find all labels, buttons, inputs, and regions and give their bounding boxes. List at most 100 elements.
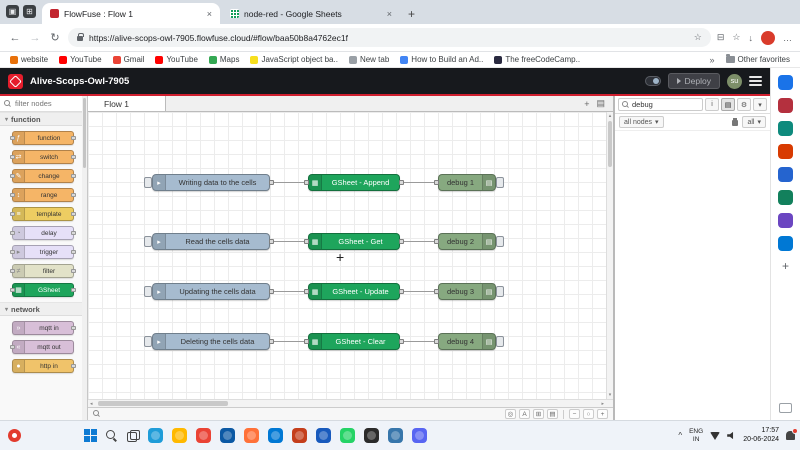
input-port[interactable] [434, 239, 439, 244]
firefox-icon[interactable] [244, 428, 259, 443]
bookmark-item[interactable]: JavaScript object ba.. [250, 55, 338, 64]
more-tabs-button[interactable]: ▾ [753, 98, 767, 111]
inject-node[interactable]: ▸ Updating the cells data [152, 283, 270, 300]
inject-button[interactable] [144, 177, 152, 188]
whatsapp-icon[interactable] [340, 428, 355, 443]
node-input-port[interactable] [10, 345, 15, 349]
focus-button[interactable]: ◎ [505, 409, 516, 419]
sidebar-office-icon[interactable] [778, 144, 793, 159]
node-output-port[interactable] [71, 174, 76, 178]
horizontal-scrollbar[interactable]: ◂ ▸ [88, 399, 613, 407]
gsheet-node[interactable]: ▦ GSheet - Append [308, 174, 400, 191]
downloads-icon[interactable]: ↓ [748, 32, 754, 43]
notifications-button[interactable] [786, 428, 798, 440]
clock[interactable]: 17:57 20-06-2024 [743, 427, 779, 445]
palette-node-switch[interactable]: ⇄ switch [10, 150, 76, 164]
sidebar-tool-icon[interactable] [778, 121, 793, 136]
output-port[interactable] [269, 339, 274, 344]
debug-toggle-button[interactable] [496, 336, 504, 347]
sidebar-copilot-icon[interactable] [778, 98, 793, 113]
node-output-port[interactable] [71, 326, 76, 330]
bookmarks-overflow-icon[interactable]: » [709, 54, 715, 65]
forward-button[interactable]: → [29, 31, 41, 44]
inject-button[interactable] [144, 236, 152, 247]
debug-search[interactable] [618, 98, 703, 111]
input-port[interactable] [304, 239, 309, 244]
node-input-port[interactable] [10, 288, 15, 292]
back-button[interactable]: ← [9, 31, 21, 44]
grid-button[interactable]: ⊞ [533, 409, 544, 419]
search-flows-icon[interactable] [93, 410, 101, 418]
python-icon[interactable] [388, 428, 403, 443]
debug-tab-button[interactable]: ▤ [721, 98, 735, 111]
bookmark-item[interactable]: website [10, 55, 48, 64]
palette-category-function[interactable]: ▾ function [0, 112, 87, 126]
flowfuse-logo[interactable] [8, 73, 23, 89]
node-input-port[interactable] [10, 136, 15, 140]
bookmark-item[interactable]: Gmail [112, 55, 144, 64]
node-input-port[interactable] [10, 231, 15, 235]
palette-node-filter[interactable]: ≠ filter [10, 264, 76, 278]
powerpoint-icon[interactable] [292, 428, 307, 443]
palette-node-trigger[interactable]: ▸ trigger [10, 245, 76, 259]
node-output-port[interactable] [71, 364, 76, 368]
environment-toggle-icon[interactable] [644, 76, 661, 86]
scrollbar-thumb[interactable] [98, 401, 228, 406]
tab-google-sheets[interactable]: node-red - Google Sheets × [222, 3, 400, 24]
other-favorites-button[interactable]: Other favorites [725, 54, 790, 64]
edge-app-icon[interactable] [148, 428, 163, 443]
debug-search-input[interactable] [632, 100, 699, 109]
canvas-body[interactable]: ▸ Writing data to the cells ▦ GSheet - A… [88, 112, 613, 399]
palette-node-range[interactable]: ↕ range [10, 188, 76, 202]
new-tab-button[interactable]: + [408, 7, 416, 21]
node-output-port[interactable] [71, 288, 76, 292]
volume-icon[interactable] [727, 431, 734, 440]
language-indicator[interactable]: ENG IN [689, 428, 703, 443]
palette-search[interactable] [0, 96, 87, 112]
favorites-icon[interactable]: ☆ [732, 32, 741, 42]
scroll-down-icon[interactable]: ▾ [608, 392, 612, 398]
input-port[interactable] [304, 289, 309, 294]
user-avatar[interactable]: su [727, 73, 742, 89]
inject-node[interactable]: ▸ Writing data to the cells [152, 174, 270, 191]
obs-icon[interactable] [364, 428, 379, 443]
node-output-port[interactable] [71, 193, 76, 197]
node-input-port[interactable] [10, 155, 15, 159]
node-input-port[interactable] [10, 174, 15, 178]
sidebar-add-button[interactable]: + [781, 259, 789, 273]
browser-menu-icon[interactable]: … [783, 32, 792, 43]
debug-message-list[interactable] [615, 131, 770, 420]
bookmark-item[interactable]: YouTube [155, 55, 198, 64]
wifi-icon[interactable] [710, 431, 721, 440]
output-port[interactable] [269, 289, 274, 294]
extension-shortcut-icon[interactable]: ⊞ [23, 4, 36, 18]
sidebar-tool-icon[interactable] [778, 213, 793, 228]
palette-search-input[interactable] [15, 99, 71, 108]
gsheet-node[interactable]: ▦ GSheet - Get [308, 233, 400, 250]
input-port[interactable] [304, 180, 309, 185]
task-view-button[interactable] [127, 430, 140, 442]
favorite-star-icon[interactable]: ☆ [693, 32, 702, 42]
discord-icon[interactable] [412, 428, 427, 443]
add-flow-button[interactable]: + [584, 98, 590, 109]
debug-toggle-button[interactable] [496, 286, 504, 297]
node-output-port[interactable] [71, 269, 76, 273]
inject-button[interactable] [144, 336, 152, 347]
node-input-port[interactable] [10, 212, 15, 216]
address-bar[interactable]: ☆ [68, 28, 711, 47]
filter-all-dropdown[interactable]: all ▾ [742, 116, 766, 128]
file-explorer-icon[interactable] [172, 428, 187, 443]
zoom-out-button[interactable]: − [569, 409, 580, 419]
node-output-port[interactable] [71, 136, 76, 140]
input-port[interactable] [434, 339, 439, 344]
refresh-button[interactable]: ↻ [50, 32, 60, 44]
bookmark-item[interactable]: New tab [348, 55, 389, 64]
tab-close-icon[interactable]: × [206, 8, 212, 19]
node-output-port[interactable] [71, 212, 76, 216]
debug-node[interactable]: debug 2 ▤ [438, 233, 496, 250]
inject-node[interactable]: ▸ Read the cells data [152, 233, 270, 250]
inject-button[interactable] [144, 286, 152, 297]
flow-list-icon[interactable]: ▤ [596, 98, 605, 108]
zoom-reset-button[interactable]: ○ [583, 409, 594, 419]
store-icon[interactable] [220, 428, 235, 443]
